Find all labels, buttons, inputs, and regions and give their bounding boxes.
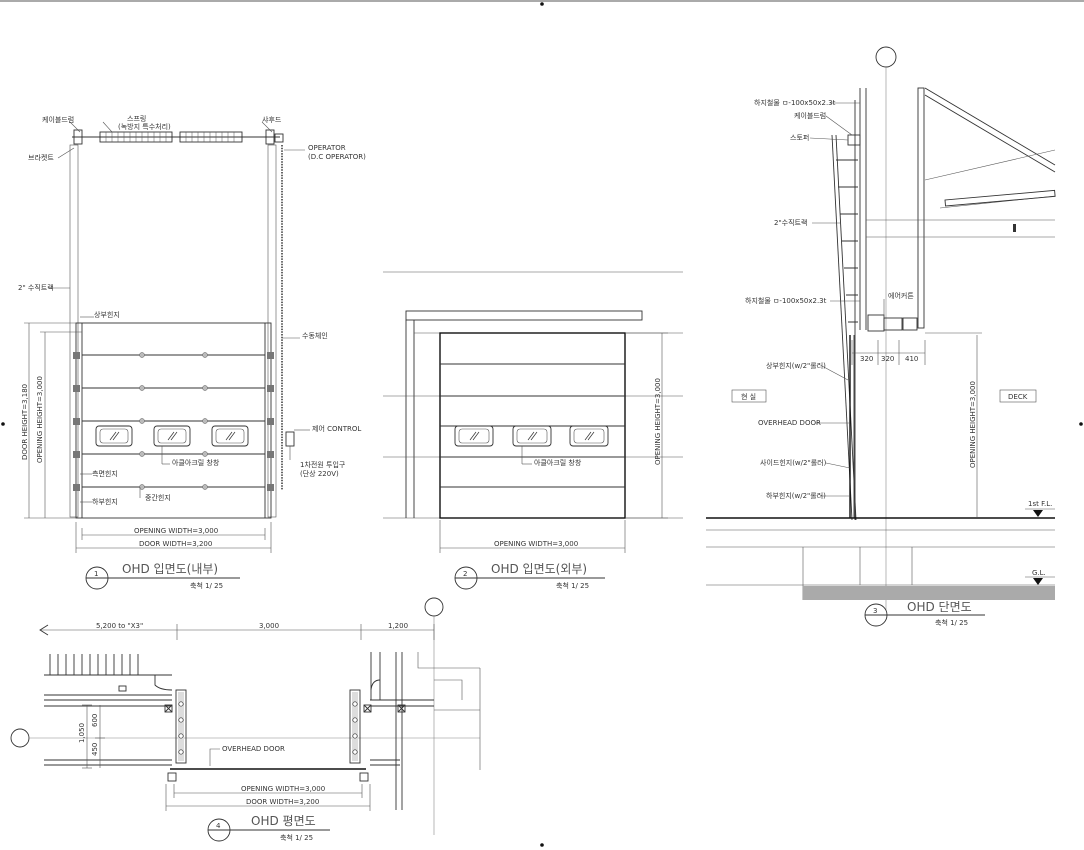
label-power: 1차전원 투입구 <box>300 460 346 469</box>
label-steel-top: 하지철물 ㅁ-100x50x2.3t <box>754 98 836 107</box>
door-frame-interior <box>75 322 272 519</box>
dim-plan-right: 1,200 <box>388 622 408 630</box>
label-overhead-door-plan: OVERHEAD DOOR <box>222 745 285 753</box>
label-bracket: 브라켓트 <box>28 153 54 162</box>
label-cable-drum: 케이블드럼 <box>42 115 74 124</box>
dim-opening-height: OPENING HEIGHT=3,000 <box>36 376 44 463</box>
scale-exterior-elevation: 축척 1/ 25 <box>556 581 589 590</box>
exterior-elevation: 아클아크릴 창창 OPENING HEIGHT=3,000 OPENING WI… <box>383 271 683 590</box>
label-gl: G.L. <box>1032 569 1046 577</box>
dim-door-width: DOOR WIDTH=3,200 <box>139 540 212 548</box>
sheet-center-mark-right <box>1079 422 1083 426</box>
room-tag-left <box>731 389 767 403</box>
operator-unit <box>274 133 284 143</box>
label-track-section: 2"수직트랙 <box>774 218 807 227</box>
spring-right <box>179 131 243 143</box>
window-set-interior <box>95 425 249 447</box>
dim-opening-height-section: OPENING HEIGHT=3,000 <box>969 381 977 468</box>
control-box <box>285 431 295 447</box>
label-bottom-hinge: 하부힌지 <box>92 497 118 506</box>
dim-section-c: 410 <box>905 355 918 363</box>
label-bottom-hinge-section: 하부힌지(w/2"롤러) <box>766 491 826 500</box>
label-operator: OPERATOR <box>308 144 346 152</box>
dim-opening-width-ext: OPENING WIDTH=3,000 <box>494 540 578 548</box>
dim-section-a: 320 <box>860 355 873 363</box>
sheet-center-mark-top <box>540 2 544 6</box>
label-deck: DECK <box>1008 393 1028 401</box>
title-exterior-elevation: OHD 입면도(외부) <box>491 562 587 576</box>
dim-plan-mid: 3,000 <box>259 622 279 630</box>
label-stopper: 스토퍼 <box>790 133 809 142</box>
dim-opening-width-plan: OPENING WIDTH=3,000 <box>241 785 325 793</box>
dim-plan-v1: 1,050 <box>78 723 86 743</box>
title-interior-elevation: OHD 입면도(내부) <box>122 562 218 576</box>
level-marker-gl <box>1033 578 1043 585</box>
jamb-left <box>175 689 187 764</box>
sheet-center-mark-bottom <box>540 843 544 847</box>
grid-bubble-section <box>875 46 897 68</box>
label-side-hinge-section: 사이드힌지(w/2"롤러) <box>760 458 827 467</box>
label-window: 아클아크릴 창창 <box>172 458 220 467</box>
room-tag-deck <box>999 389 1037 403</box>
label-fl: 1st F.L. <box>1028 500 1052 508</box>
sheet-center-mark-left <box>1 422 5 426</box>
section-view: 320 320 410 OPENING HEIGHT=3,000 현 실 DEC… <box>706 46 1056 627</box>
label-window-ext: 아클아크릴 창창 <box>534 458 582 467</box>
interior-elevation: 케이블드럼 스프링 (녹방지 특수처리) 샤후드 브라켓트 OPERATOR (… <box>18 115 366 590</box>
dim-plan-v3: 450 <box>91 743 99 756</box>
label-cable-drum-section: 케이블드럼 <box>794 111 826 120</box>
label-top-hinge-section: 상부힌지(w/2"롤러) <box>766 361 826 370</box>
door-panel-exterior <box>439 332 626 519</box>
label-side-hinge: 측면힌지 <box>92 469 118 478</box>
lintel <box>405 310 643 321</box>
label-spring-note: (녹방지 특수처리) <box>118 122 171 131</box>
window-set-exterior <box>454 425 609 447</box>
scale-interior-elevation: 축척 1/ 25 <box>190 581 223 590</box>
label-operator-note: (D.C OPERATOR) <box>308 153 366 161</box>
grid-bubble-plan-left <box>10 728 30 748</box>
label-power-note: (단상 220V) <box>300 469 339 478</box>
label-shaft: 샤후드 <box>262 115 282 124</box>
scale-section: 축척 1/ 25 <box>935 618 968 627</box>
plan-view: 5,200 to "X3" 3,000 1,200 <box>10 597 481 842</box>
dim-section-b: 320 <box>881 355 894 363</box>
title-section: OHD 단면도 <box>907 600 972 614</box>
level-marker-fl <box>1033 510 1043 517</box>
label-control: 제어 CONTROL <box>312 424 361 433</box>
dim-door-height: DOOR HEIGHT=3,180 <box>21 384 29 460</box>
track-right <box>267 144 277 518</box>
jamb-right <box>349 689 361 764</box>
dim-opening-width: OPENING WIDTH=3,000 <box>134 527 218 535</box>
track-left <box>69 144 79 518</box>
label-steel-mid: 하지철물 ㅁ-100x50x2.3t <box>745 296 827 305</box>
detail-number-3: 3 <box>873 607 877 615</box>
scale-plan: 축척 1/ 25 <box>280 833 313 842</box>
grid-bubble-plan-top <box>424 597 444 617</box>
ground-slab <box>803 586 1055 600</box>
title-plan: OHD 평면도 <box>251 814 316 828</box>
dim-opening-height-ext: OPENING HEIGHT=3,000 <box>654 378 662 465</box>
label-room: 현 실 <box>741 392 756 401</box>
label-mid-hinge: 중간힌지 <box>145 493 171 502</box>
dim-door-width-plan: DOOR WIDTH=3,200 <box>246 798 319 806</box>
detail-number-1: 1 <box>94 570 98 578</box>
label-overhead-door-section: OVERHEAD DOOR <box>758 419 821 427</box>
label-manual-chain: 수동체인 <box>302 331 328 340</box>
label-air-cushion: 에어커튼 <box>888 291 914 300</box>
dim-plan-left: 5,200 to "X3" <box>96 622 143 630</box>
label-spring: 스프링 <box>127 115 146 123</box>
label-track: 2" 수직트랙 <box>18 283 54 292</box>
detail-number-4: 4 <box>216 822 221 830</box>
label-top-hinge: 상부힌지 <box>94 310 120 319</box>
detail-number-2: 2 <box>463 570 467 578</box>
dim-plan-v2: 600 <box>91 714 99 727</box>
